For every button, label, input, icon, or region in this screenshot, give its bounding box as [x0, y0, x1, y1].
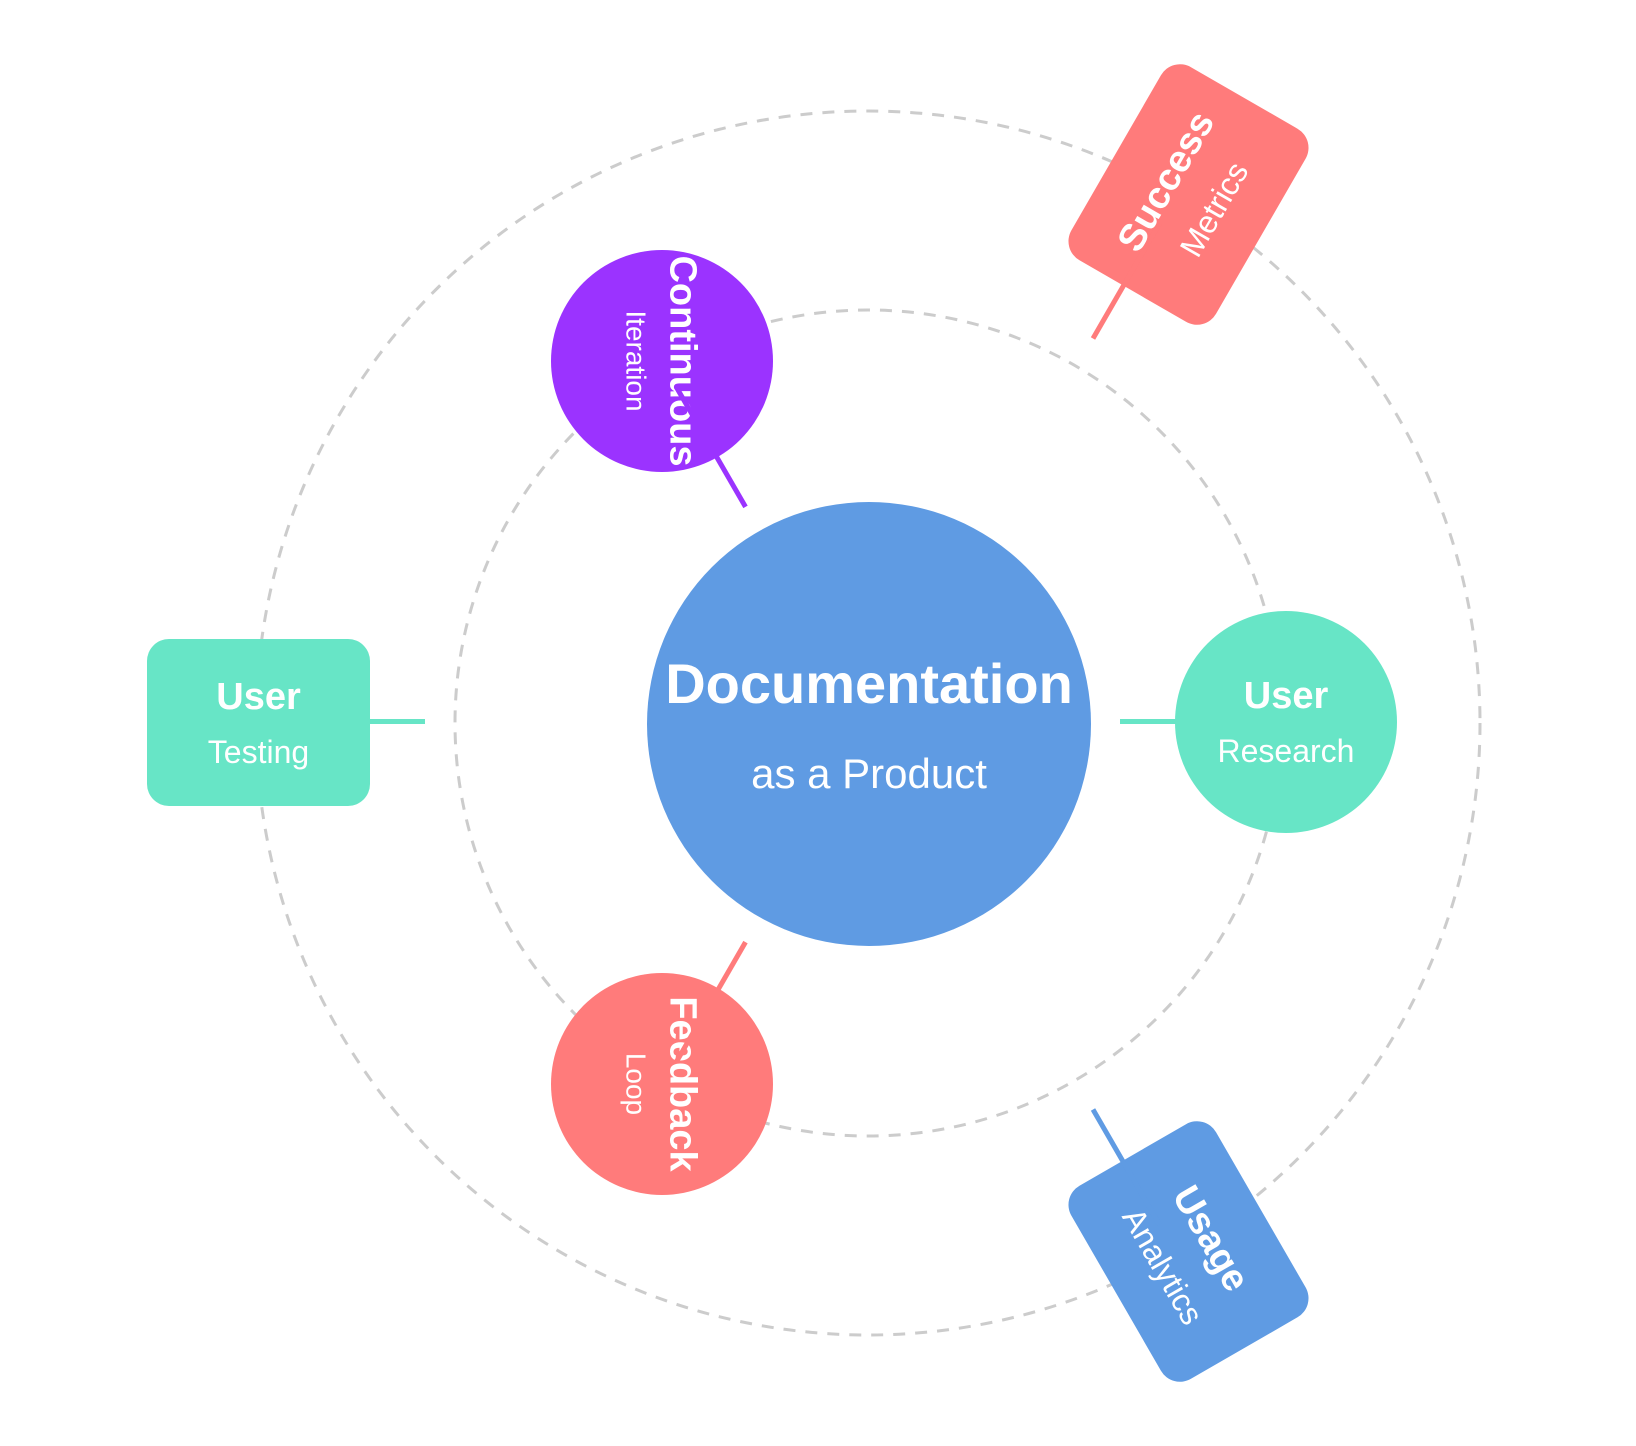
- center-subtitle: as a Product: [751, 749, 987, 797]
- node-continuous-iteration-label: Continuous Iteration: [621, 255, 704, 467]
- center-title: Documentation: [665, 651, 1073, 715]
- node-user-research-title: User: [1243, 675, 1329, 717]
- node-feedback-loop-subtitle: Loop: [621, 1052, 652, 1116]
- node-feedback-loop: Feedback Loop: [551, 973, 773, 1195]
- connector-user-research: [1120, 719, 1259, 724]
- node-user-testing-subtitle: Testing: [207, 733, 310, 770]
- node-user-testing-title: User: [216, 675, 301, 718]
- node-user-research: User Research: [1175, 611, 1397, 833]
- node-continuous-iteration-title: Continuous: [662, 255, 704, 467]
- connector-user-testing: [286, 719, 425, 724]
- center-node: Documentation as a Product: [647, 502, 1091, 946]
- node-continuous-iteration: Continuous Iteration: [551, 250, 773, 472]
- node-continuous-iteration-subtitle: Iteration: [621, 310, 652, 412]
- node-feedback-loop-label: Feedback Loop: [621, 996, 704, 1171]
- node-user-research-subtitle: Research: [1217, 733, 1355, 769]
